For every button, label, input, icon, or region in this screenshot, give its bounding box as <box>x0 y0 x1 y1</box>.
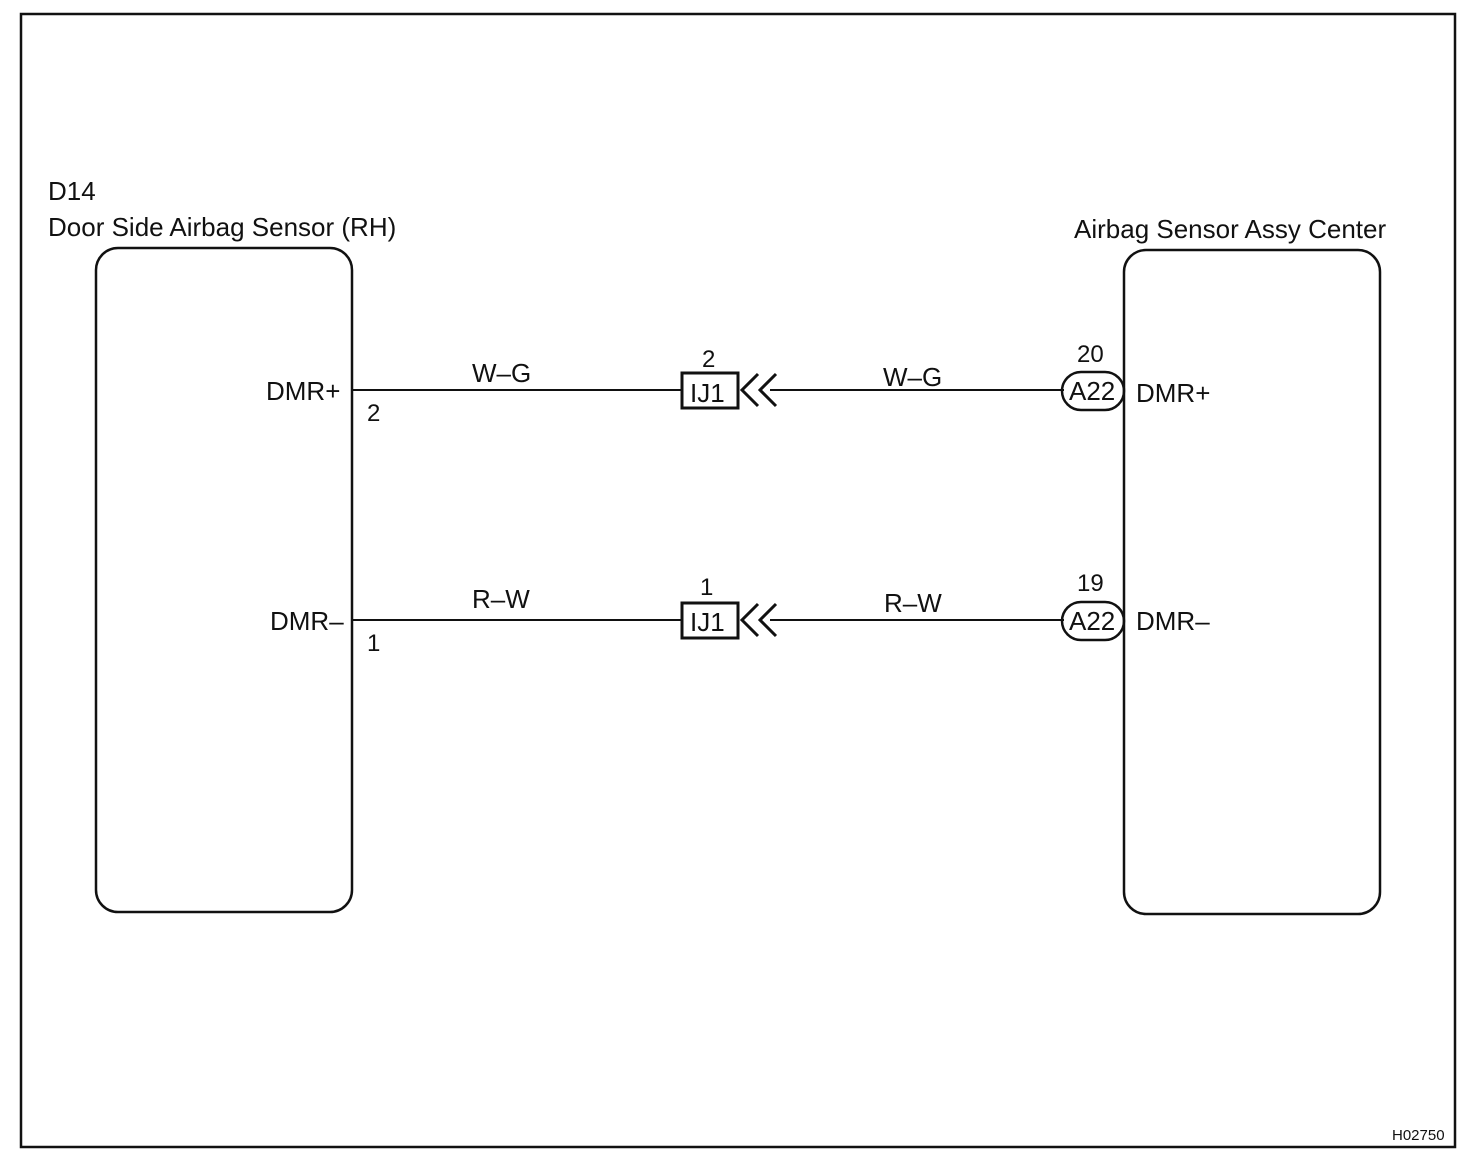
left-pin-number-2: 2 <box>367 400 381 427</box>
left-component-box <box>94 246 354 914</box>
junction-pin-top: 2 <box>702 346 716 373</box>
left-pin-label-dmr-minus: DMR– <box>270 606 344 636</box>
right-component-box <box>1122 248 1382 916</box>
connector-oval-bottom <box>1060 600 1126 642</box>
figure-id: H02750 <box>1392 1127 1445 1144</box>
right-pin-number-19: 19 <box>1077 570 1104 597</box>
junction-box-bottom <box>680 601 740 640</box>
wire-color-bottom-left: R–W <box>472 584 530 614</box>
wire-color-bottom-right: R–W <box>884 588 942 618</box>
connector-oval-top <box>1060 370 1126 412</box>
right-pin-number-20: 20 <box>1077 341 1104 368</box>
wire-color-top-left: W–G <box>472 358 532 388</box>
right-pin-label-dmr-plus: DMR+ <box>1136 378 1211 408</box>
diagram-frame <box>19 12 1457 1149</box>
connector-chevron-top-2 <box>757 372 778 408</box>
junction-box-top <box>680 371 740 410</box>
left-component-code: D14 <box>48 176 96 206</box>
wire-color-top-right: W–G <box>883 362 943 392</box>
right-pin-label-dmr-minus: DMR– <box>1136 606 1210 636</box>
junction-label-top: IJ1 <box>690 378 725 408</box>
right-component-name: Airbag Sensor Assy Center <box>1074 214 1387 244</box>
junction-pin-bottom: 1 <box>700 574 714 601</box>
connector-chevron-top-1 <box>739 372 760 408</box>
junction-label-bottom: IJ1 <box>690 607 725 637</box>
left-pin-number-1: 1 <box>367 630 381 657</box>
connector-label-top: A22 <box>1069 376 1116 406</box>
left-component-name: Door Side Airbag Sensor (RH) <box>48 212 397 242</box>
connector-chevron-bottom-2 <box>757 602 778 638</box>
connector-chevron-bottom-1 <box>739 602 760 638</box>
left-pin-label-dmr-plus: DMR+ <box>266 376 341 406</box>
connector-label-bottom: A22 <box>1069 606 1116 636</box>
